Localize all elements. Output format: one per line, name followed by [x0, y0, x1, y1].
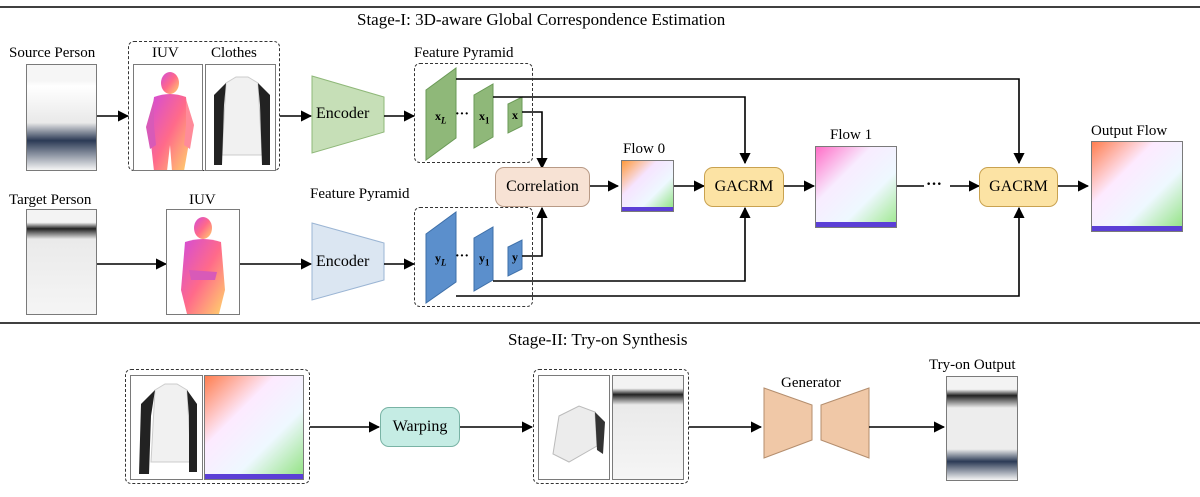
stage2-clothes-image — [130, 375, 203, 480]
stage2-flow-image — [204, 375, 304, 480]
flow0-label: Flow 0 — [623, 141, 666, 157]
source-person-label: Source Person — [9, 45, 96, 61]
feature-pyramid-bottom-label: Feature Pyramid — [310, 186, 410, 202]
source-iuv-clothes-group — [128, 41, 280, 171]
arrow-xL-to-gacrm2 — [456, 78, 1025, 165]
iuv-top-label: IUV — [152, 45, 179, 61]
encoder-bottom-label: Encoder — [316, 253, 370, 270]
gacrm2-module: GACRM — [979, 167, 1058, 207]
feature-y1-label: y1 — [479, 251, 490, 268]
flow1-label: Flow 1 — [830, 127, 873, 143]
feature-y1-shape — [473, 226, 494, 292]
shirt-icon — [214, 76, 270, 165]
target-person-image — [26, 209, 97, 315]
stage2-warped-group — [533, 369, 689, 484]
arrow-y1-to-gacrm1 — [493, 206, 751, 282]
clothes-image — [205, 64, 276, 171]
arrow-yL-to-gacrm2 — [456, 206, 1025, 297]
stage2-title: Stage-II: Try-on Synthesis — [508, 330, 688, 349]
iuv-bottom-label: IUV — [189, 192, 216, 208]
shirt-icon — [139, 383, 197, 474]
stage1-title: Stage-I: 3D-aware Global Correspondence … — [357, 10, 726, 29]
feature-x-label: x — [512, 108, 518, 122]
encoder-bottom-shape — [311, 222, 385, 301]
feature-pyramid-bottom — [425, 211, 523, 304]
feature-y-label: y — [512, 250, 518, 264]
stage2-input-group — [125, 369, 310, 484]
target-person-image-stage2 — [612, 375, 684, 480]
encoder-top-label: Encoder — [316, 105, 370, 122]
feature-yL-shape — [425, 211, 457, 304]
warping-module: Warping — [380, 407, 460, 447]
feature-x-shape — [507, 96, 523, 134]
feature-pyramid-top-label: Feature Pyramid — [414, 45, 514, 61]
arrow-y-to-correlation — [522, 206, 548, 257]
target-iuv-image — [166, 209, 240, 315]
source-person-image — [26, 64, 97, 171]
chain-dots: ··· — [926, 176, 943, 193]
generator-left-shape — [763, 387, 813, 459]
iuv-body-icon — [181, 217, 225, 314]
tryon-output-image — [946, 376, 1018, 481]
arrow-x1-to-gacrm1 — [493, 96, 751, 165]
encoder-top-shape — [311, 75, 385, 154]
feature-yL-label: yL — [435, 251, 447, 268]
clothes-label: Clothes — [211, 45, 257, 61]
output-flow-label: Output Flow — [1091, 123, 1168, 139]
feature-pyramid-top — [425, 67, 523, 161]
feature-pyramid-bottom-group — [414, 207, 533, 307]
feature-pyramid-top-group — [414, 63, 533, 163]
correlation-module: Correlation — [495, 167, 590, 207]
feature-xL-label: xL — [435, 109, 447, 126]
feature-x1-label: x1 — [479, 109, 490, 126]
feature-y-shape — [507, 239, 523, 277]
iuv-body-icon — [146, 72, 194, 170]
feature-x1-shape — [473, 83, 494, 149]
feature-xL-shape — [425, 67, 457, 161]
output-flow-image — [1091, 141, 1183, 232]
tryon-output-label: Try-on Output — [929, 357, 1016, 373]
generator-label: Generator — [781, 375, 841, 391]
generator-right-shape — [820, 387, 870, 459]
flow0-image — [621, 160, 674, 212]
warped-clothes-image — [538, 375, 610, 480]
pyramid-top-dots: ··· — [455, 107, 470, 122]
target-person-label: Target Person — [9, 192, 92, 208]
warped-shirt-icon — [552, 405, 605, 463]
pyramid-bottom-dots: ··· — [455, 249, 470, 264]
flow1-image — [815, 146, 897, 228]
arrow-x-to-correlation — [522, 111, 548, 170]
gacrm1-module: GACRM — [704, 167, 784, 207]
source-iuv-image — [133, 64, 203, 171]
